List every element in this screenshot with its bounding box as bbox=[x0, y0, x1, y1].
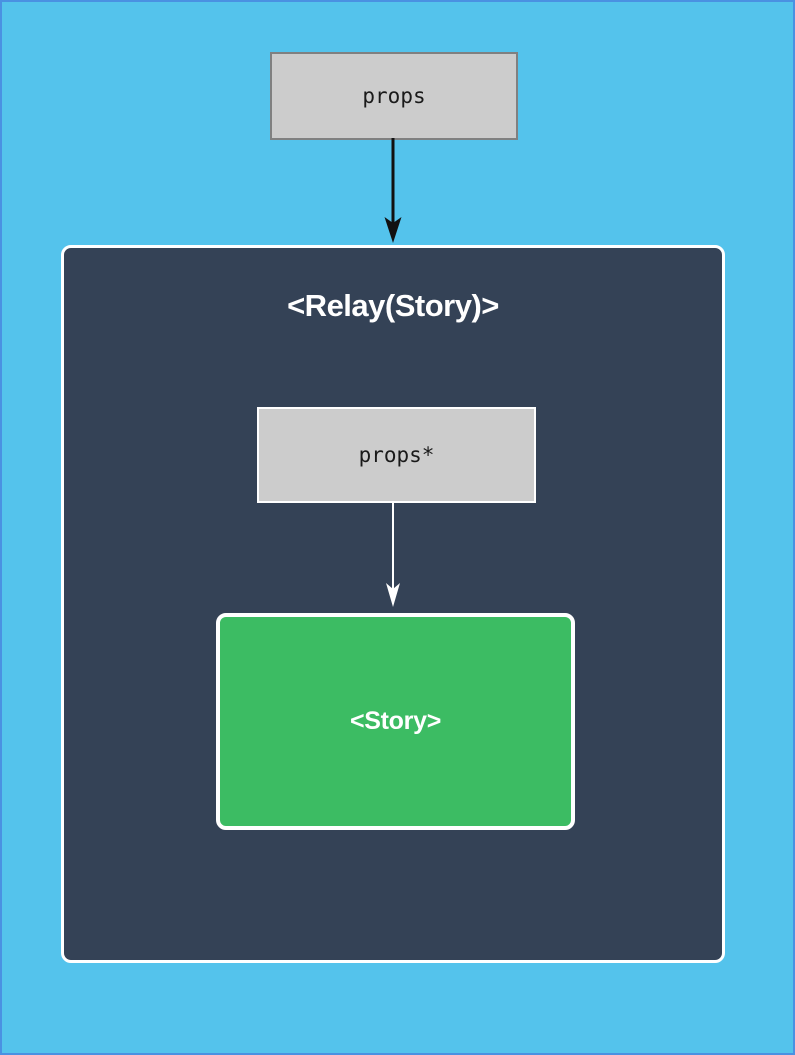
edge-propsstar-to-story-arrowhead bbox=[386, 583, 400, 607]
node-props-star-label: props* bbox=[358, 442, 435, 467]
node-props-star: props* bbox=[257, 407, 536, 503]
edge-props-to-relay-arrowhead bbox=[384, 217, 402, 243]
node-props-label: props bbox=[362, 83, 426, 108]
edge-props-to-relay-arrow bbox=[384, 138, 402, 243]
node-relay-story-panel: <Relay(Story)> props* <Story> bbox=[61, 245, 725, 963]
node-props: props bbox=[270, 52, 518, 140]
node-story-label: <Story> bbox=[349, 707, 441, 735]
node-story: <Story> bbox=[216, 613, 575, 830]
node-relay-story-title: <Relay(Story)> bbox=[287, 288, 499, 323]
edge-propsstar-to-story-arrow bbox=[386, 503, 400, 607]
